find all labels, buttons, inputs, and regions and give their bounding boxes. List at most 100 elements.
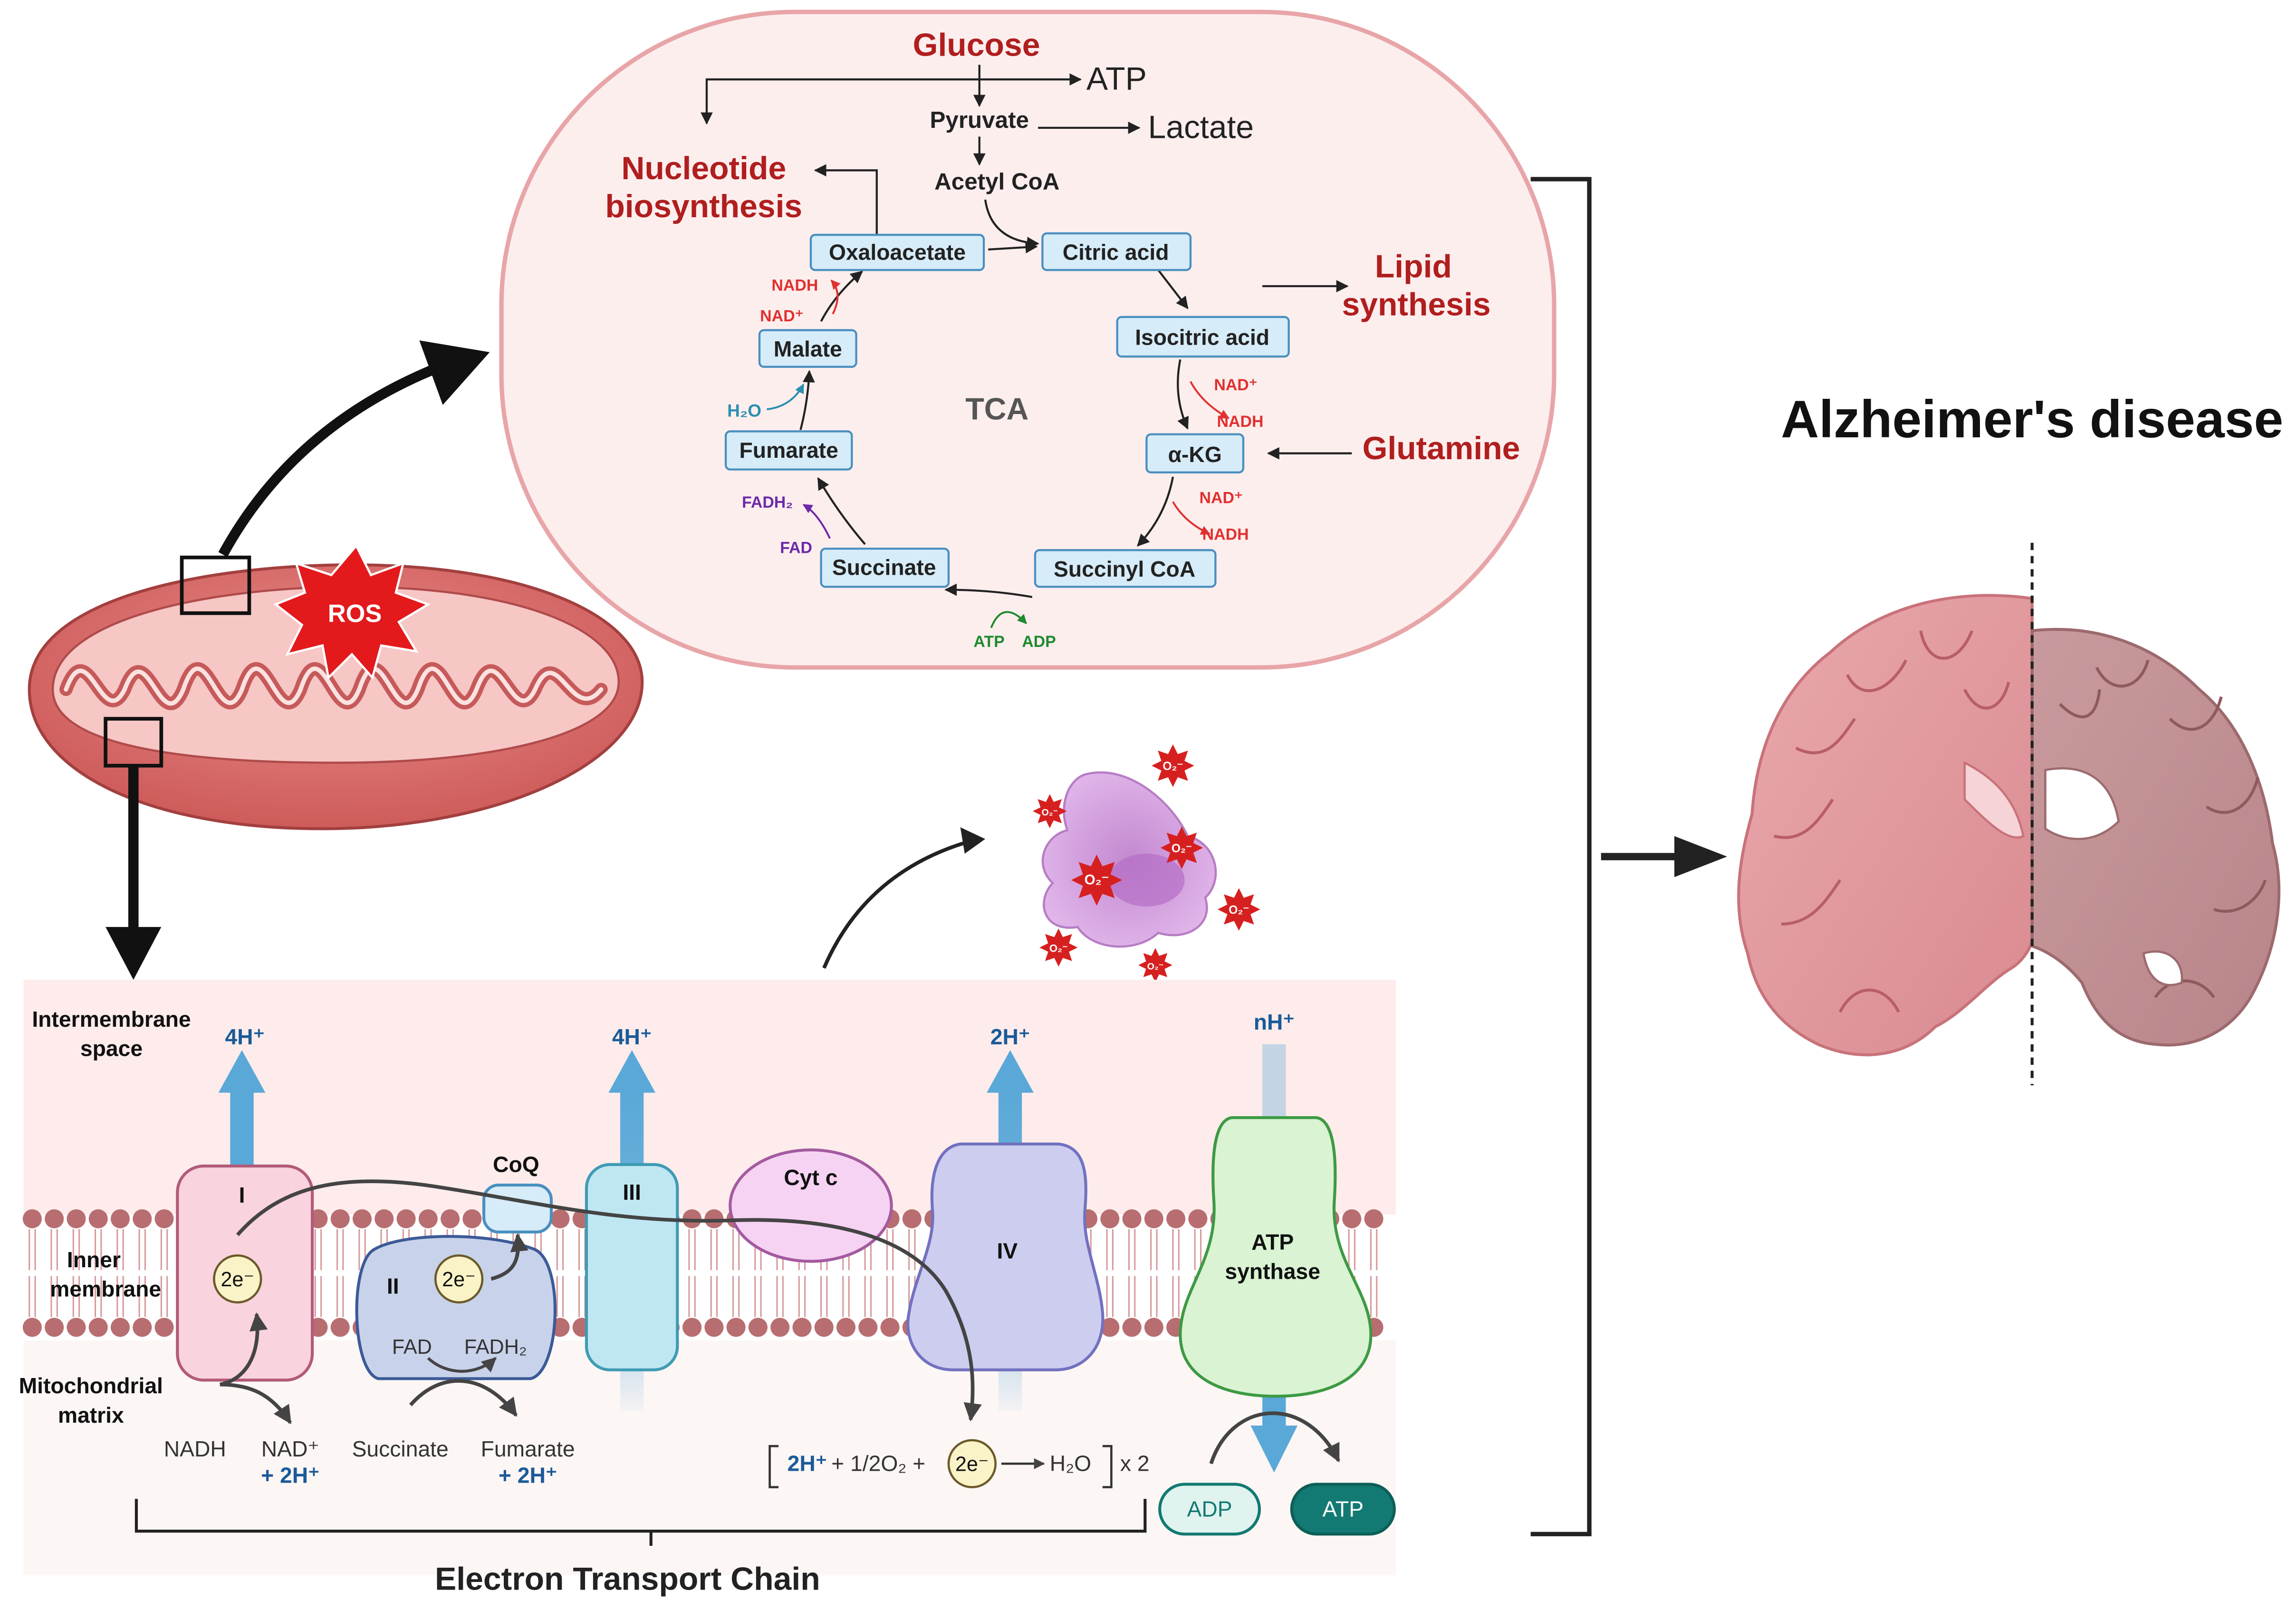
nucleotide-label-line2: biosynthesis [605,189,802,224]
mito-to-tca-arrow [218,362,442,557]
complex-iii-label: III [623,1180,641,1205]
fad-cycle-arrow [427,1357,497,1373]
superoxide-label: O₂⁻ [1085,872,1109,888]
atp-synthase-label-2: synthase [1225,1259,1320,1284]
lipid-head [45,1209,64,1229]
nad-etc-label: NAD⁺ [261,1436,319,1461]
etc-bracket [134,1499,1147,1546]
fad-etc-label: FAD [392,1336,432,1359]
lipid-head [836,1318,856,1337]
ros-burst [273,543,431,680]
citric-acid-label: Citric acid [1063,240,1169,264]
superoxide-label: O₂⁻ [1172,842,1192,855]
citric-to-isocitric-arrow [1157,269,1189,309]
lipid-head [88,1318,108,1337]
succinyl-coa-box [1034,549,1217,588]
lipid-label-line1: Lipid [1375,249,1452,285]
oxaloacetate-to-citric-arrow [988,241,1038,254]
etc-panel: Intermembrane space Inner membrane Mitoc… [19,980,1396,1597]
fumarate-label: Fumarate [740,438,838,463]
fumarate-etc-label: Fumarate [481,1436,575,1461]
fadh2-label: FADH₂ [742,493,793,511]
atp-top-label: ATP [1086,61,1147,97]
isocitric-acid-box [1116,316,1290,358]
lipid-head [682,1318,702,1337]
fumarate-box [724,430,853,471]
electron-label-i: 2e⁻ [221,1268,254,1291]
fad-label: FAD [780,539,812,557]
nadh-label-a: NADH [771,276,818,294]
equation-2h: 2H⁺ [788,1451,827,1476]
coq-label: CoQ [493,1152,539,1176]
equation-bracket-right [1102,1445,1113,1488]
lipid-head [858,1318,878,1337]
lipid-head [880,1318,900,1337]
succinyl-to-succinate-arrow [944,583,1033,598]
malate-label: Malate [774,337,842,361]
nad-plus-2h-label: + 2H⁺ [261,1463,319,1487]
atp-pill [1290,1483,1396,1536]
brain-right-gyri [2059,659,2267,998]
microglia-nucleus [1108,853,1185,906]
lipid-head [1100,1209,1120,1229]
glucose-to-nucleotide-arrow [700,78,980,125]
lipid-head [154,1209,174,1229]
pyruvate-label: Pyruvate [930,107,1028,133]
right-bracket [1530,177,1592,1536]
tca-zoom-box [180,555,251,615]
proton-label-1: 4H⁺ [225,1024,265,1049]
intermembrane-label-1: Intermembrane [32,1007,191,1032]
lipid-head [1144,1318,1163,1337]
superoxide-burst [1218,888,1260,931]
nad-label-a: NAD⁺ [760,307,803,325]
brain-left-hemisphere [1737,594,2034,1057]
nad-label-b: NAD⁺ [1214,376,1257,394]
oxaloacetate-box [809,233,985,271]
nadh-etc-label: NADH [164,1436,226,1461]
o2-bursts: O₂⁻O₂⁻O₂⁻O₂⁻O₂⁻O₂⁻O₂⁻ [1033,744,1260,983]
atp-synthase-down-head [1250,1426,1298,1473]
mitochondrion: ROS [28,543,644,830]
isocitric-to-akg-arrow [1177,359,1189,430]
oxaloacetate-label: Oxaloacetate [829,240,966,264]
atp-label-tca: ATP [973,633,1004,651]
succinate-etc-label: Succinate [352,1436,449,1461]
brain-right-hemisphere [2030,628,2281,1047]
intermembrane-label-2: space [80,1036,143,1061]
lipid-head [110,1318,130,1337]
superoxide-label: O₂⁻ [1042,808,1058,818]
lipid-head [1144,1209,1163,1229]
atp-synthase [1179,1116,1373,1398]
lipid-head [88,1209,108,1229]
lipid-head [462,1209,482,1229]
malate-to-oxaloacetate-arrow [820,270,863,322]
isocitric-acid-label: Isocitric acid [1135,325,1269,349]
pathway-arrows [700,65,1352,598]
nadh-label-c: NADH [1202,526,1249,544]
equation-x2: x 2 [1120,1451,1150,1476]
brain-right-ventricle-lower [2142,950,2183,986]
mito-to-tca-arrowhead [419,340,490,405]
lipid-head [1342,1209,1362,1229]
succinate-box [820,548,950,588]
etc-to-microglia-arrowhead [960,827,986,854]
superoxide-label: O₂⁻ [1162,760,1183,773]
brain-left-ventricle [1963,761,2025,839]
superoxide-burst [1138,948,1172,983]
h2o-curve [767,383,805,411]
nad-label-c: NAD⁺ [1199,489,1242,507]
superoxide-label: O₂⁻ [1229,904,1249,916]
nadh-curve-b [1190,381,1230,419]
lipid-label-line2: synthesis [1342,287,1491,323]
superoxide-burst [1039,928,1078,967]
coq-box [482,1183,553,1234]
complex-iv-label: IV [997,1238,1018,1263]
lipid-head [1166,1209,1186,1229]
nadh-curve-a [830,280,841,315]
lipid-head [67,1318,86,1337]
superoxide-label: O₂⁻ [1049,943,1068,954]
fumarate-plus-2h-label: + 2H⁺ [499,1463,557,1487]
succinate-label: Succinate [832,555,936,580]
brain-illustration [1737,542,2281,1086]
